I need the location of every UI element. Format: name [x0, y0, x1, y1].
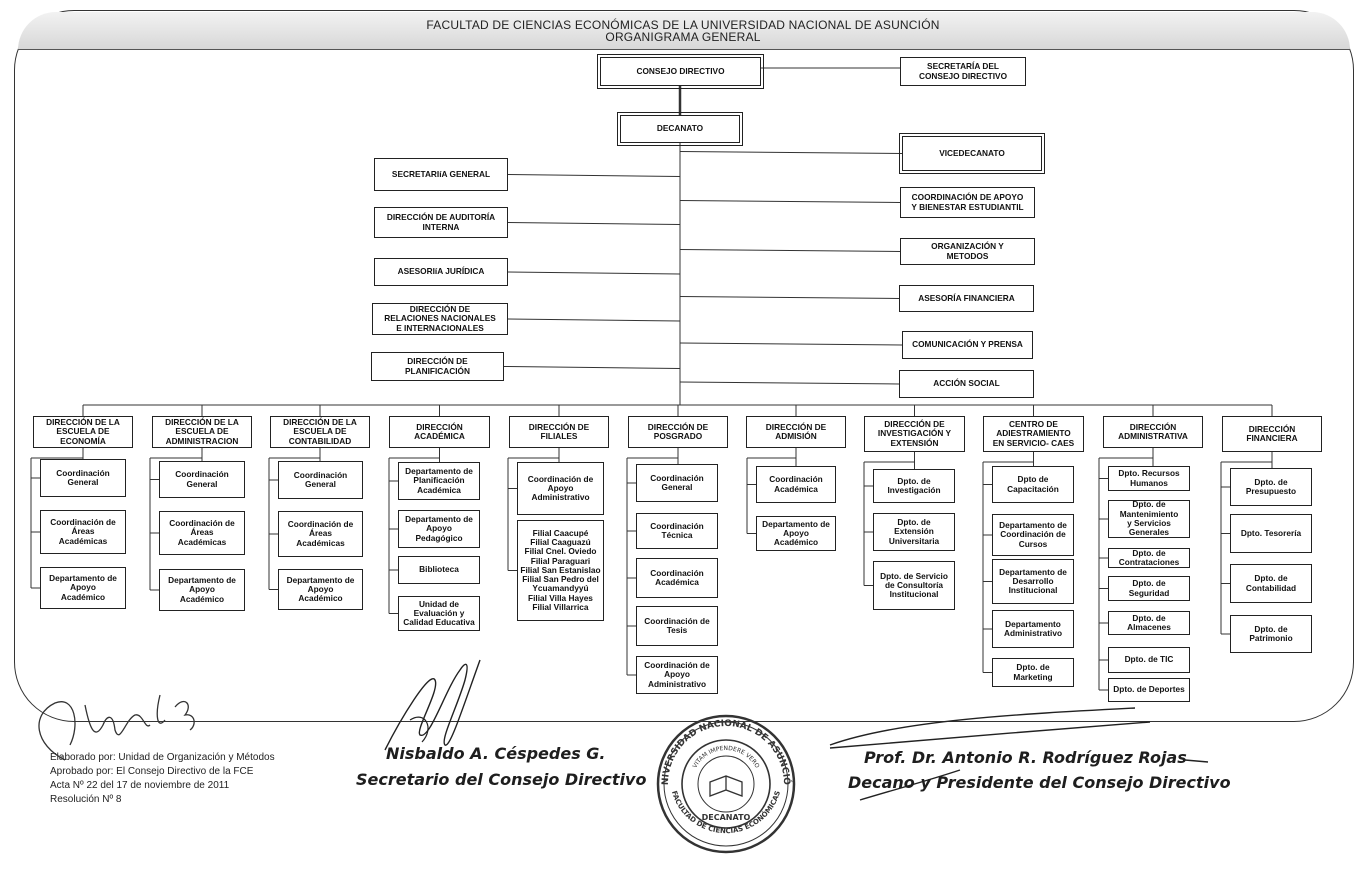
unit-biblioteca: Biblioteca — [398, 556, 480, 584]
decano-title: Decano y Presidente del Consejo Directiv… — [848, 773, 1231, 792]
unit-departamento-de-apoyo-pedagogico: Departamento de Apoyo Pedagógico — [398, 510, 480, 548]
connector — [679, 249, 901, 252]
unit-coordinacion-general: Coordinación General — [40, 459, 126, 497]
unit-departamento-de-apoyo-academico: Departamento de Apoyo Académico — [159, 569, 245, 611]
staff-accion-social: ACCIÓN SOCIAL — [899, 370, 1034, 398]
unit-dpto-de-patrimonio: Dpto. de Patrimonio — [1230, 615, 1312, 653]
unit-dpto-de-servicio-de-consultoria-instituc: Dpto. de Servicio de Consultoría Institu… — [873, 561, 955, 610]
unit-coordinacion-general: Coordinación General — [636, 464, 718, 502]
connector — [507, 318, 681, 322]
unit-departamento-administrativo: Departamento Administrativo — [992, 610, 1074, 648]
direction-direccion-academica: DIRECCIÓN ACADÉMICA — [389, 416, 490, 448]
footer-acta: Acta Nº 22 del 17 de noviembre de 2011 — [50, 780, 230, 791]
unit-filial-caacupe-filial-caaguazu-filial-cn: Filial Caacupé Filial Caaguazú Filial Cn… — [517, 520, 604, 621]
unit-dpto-de-investigacion: Dpto. de Investigación — [873, 469, 955, 503]
connector — [679, 200, 901, 203]
unit-coordinacion-de-areas-academicas: Coordinación de Áreas Académicas — [278, 511, 363, 557]
decano-name: Prof. Dr. Antonio R. Rodríguez Rojas — [864, 748, 1187, 767]
staff-organizacion-y-metodos: ORGANIZACIÓN Y METODOS — [900, 238, 1035, 265]
direction-direccion-de-filiales: DIRECCIÓN DE FILIALES — [509, 416, 609, 448]
unit-dpto-de-almacenes: Dpto. de Almacenes — [1108, 611, 1190, 635]
staff-secretariia-general: SECRETARIíA GENERAL — [374, 158, 508, 191]
unit-dpto-de-tic: Dpto. de TIC — [1108, 647, 1190, 673]
unit-departamento-de-apoyo-academico: Departamento de Apoyo Académico — [756, 516, 836, 551]
unit-coordinacion-general: Coordinación General — [278, 461, 363, 499]
decano-signature — [829, 707, 1209, 801]
connector — [507, 174, 681, 177]
unit-coordinacion-tecnica: Coordinación Técnica — [636, 513, 718, 549]
unit-coordinacion-de-apoyo-administrativo: Coordinación de Apoyo Administrativo — [636, 656, 718, 694]
staff-direccion-de-auditoria-interna: DIRECCIÓN DE AUDITORÍA INTERNA — [374, 207, 508, 238]
unit-dpto-de-mantenimiento-y-servicios-genera: Dpto. de Mantenimiento y Servicios Gener… — [1108, 500, 1190, 538]
footer-aprobado: Aprobado por: El Consejo Directivo de la… — [50, 766, 254, 777]
unit-coordinacion-de-apoyo-administrativo: Coordinación de Apoyo Administrativo — [517, 462, 604, 515]
chart-frame — [14, 10, 1354, 722]
direction-direccion-de-posgrado: DIRECCIÓN DE POSGRADO — [628, 416, 728, 448]
unit-departamento-de-planificacion-academica: Departamento de Planificación Académica — [398, 462, 480, 500]
staff-direccion-de-planificacion: DIRECCIÓN DE PLANIFICACIÓN — [371, 352, 504, 381]
staff-asesoriia-juridica: ASESORIíA JURÍDICA — [374, 258, 508, 286]
direction-direccion-de-investigacion-y-extension: DIRECCIÓN DE INVESTIGACIÓN Y EXTENSIÓN — [864, 416, 965, 452]
secretario-signature — [384, 659, 481, 751]
direction-centro-de-adiestramiento-en-servicio-cae: CENTRO DE ADIESTRAMIENTO EN SERVICIO- CA… — [983, 416, 1084, 452]
staff-vicedecanato: VICEDECANATO — [899, 133, 1045, 174]
staff-coordinacion-de-apoyo-y-bienestar-estudi: COORDINACIÓN DE APOYO Y BIENESTAR ESTUDI… — [900, 187, 1035, 218]
header-band — [18, 12, 1350, 50]
unit-dpto-de-contrataciones: Dpto. de Contrataciones — [1108, 548, 1190, 568]
unit-departamento-de-desarrollo-institucional: Departamento de Desarrollo Institucional — [992, 559, 1074, 604]
unit-coordinacion-de-tesis: Coordinación de Tesis — [636, 606, 718, 646]
footer-resolucion: Resolución Nº 8 — [50, 794, 122, 805]
unit-departamento-de-coordinacion-de-cursos: Departamento de Coordinación de Cursos — [992, 514, 1074, 556]
connector — [507, 222, 681, 225]
direction-direccion-administrativa: DIRECCIÓN ADMINISTRATIVA — [1103, 416, 1203, 448]
connector — [679, 342, 903, 346]
unit-coordinacion-de-areas-academicas: Coordinación de Áreas Académicas — [40, 510, 126, 554]
unit-dpto-recursos-humanos: Dpto. Recursos Humanos — [1108, 466, 1190, 491]
unit-coordinacion-general: Coordinación General — [159, 461, 245, 498]
unit-dpto-de-presupuesto: Dpto. de Presupuesto — [1230, 468, 1312, 506]
connector — [679, 381, 900, 385]
unit-dpto-de-seguridad: Dpto. de Seguridad — [1108, 576, 1190, 601]
staff-asesoria-financiera: ASESORÍA FINANCIERA — [899, 285, 1034, 312]
unit-departamento-de-apoyo-academico: Departamento de Apoyo Académico — [40, 567, 126, 609]
direction-direccion-de-admision: DIRECCIÓN DE ADMISIÓN — [746, 416, 846, 448]
connector — [503, 366, 681, 369]
unit-dpto-de-deportes: Dpto. de Deportes — [1108, 678, 1190, 702]
secretario-name: Nisbaldo A. Céspedes G. — [386, 744, 606, 763]
box-secretaria-consejo: SECRETARÍA DEL CONSEJO DIRECTIVO — [900, 57, 1026, 86]
unit-dpto-tesoreria: Dpto. Tesorería — [1230, 514, 1312, 553]
box-consejo-directivo: CONSEJO DIRECTIVO — [597, 54, 764, 89]
secretario-title: Secretario del Consejo Directivo — [356, 770, 647, 789]
header-subtitle: ORGANIGRAMA GENERAL — [605, 30, 761, 44]
unit-dpto-de-contabilidad: Dpto. de Contabilidad — [1230, 564, 1312, 603]
unit-unidad-de-evaluacion-y-calidad-educativa: Unidad de Evaluación y Calidad Educativa — [398, 596, 480, 631]
unit-coordinacion-academica: Coordinación Académica — [756, 466, 836, 503]
staff-direccion-de-relaciones-nacionales-e-int: DIRECCIÓN DE RELACIONES NACIONALES E INT… — [372, 303, 508, 335]
connector — [679, 151, 903, 154]
footer-elaborado: Elaborado por: Unidad de Organización y … — [50, 752, 275, 763]
unit-dpto-de-capacitacion: Dpto de Capacitación — [992, 466, 1074, 503]
decanato-seal: UNIVERSIDAD NACIONAL DE ASUNCIÓN FACULTA… — [654, 712, 796, 854]
direction-direccion-financiera: DIRECCIÓN FINANCIERA — [1222, 416, 1322, 452]
unit-coordinacion-academica: Coordinación Académica — [636, 558, 718, 598]
svg-text:DECANATO: DECANATO — [702, 813, 751, 822]
unit-coordinacion-de-areas-academicas: Coordinación de Áreas Académicas — [159, 511, 245, 555]
direction-direccion-de-la-escuela-de-economia: DIRECCIÓN DE LA ESCUELA DE ECONOMÍA — [33, 416, 133, 448]
unit-departamento-de-apoyo-academico: Departamento de Apoyo Académico — [278, 569, 363, 610]
direction-direccion-de-la-escuela-de-administracio: DIRECCIÓN DE LA ESCUELA DE ADMINISTRACIO… — [152, 416, 252, 448]
svg-text:VITAM IMPENDERE VERO: VITAM IMPENDERE VERO — [691, 745, 760, 770]
direction-direccion-de-la-escuela-de-contabilidad: DIRECCIÓN DE LA ESCUELA DE CONTABILIDAD — [270, 416, 370, 448]
header-title: FACULTAD DE CIENCIAS ECONÓMICAS DE LA UN… — [426, 18, 940, 32]
initials-signature — [38, 694, 195, 761]
connector — [507, 271, 681, 275]
connector — [679, 296, 900, 299]
box-decanato: DECANATO — [617, 112, 743, 146]
unit-dpto-de-extension-universitaria: Dpto. de Extensión Universitaria — [873, 513, 955, 551]
unit-dpto-de-marketing: Dpto. de Marketing — [992, 658, 1074, 687]
staff-comunicacion-y-prensa: COMUNICACIÓN Y PRENSA — [902, 331, 1033, 359]
